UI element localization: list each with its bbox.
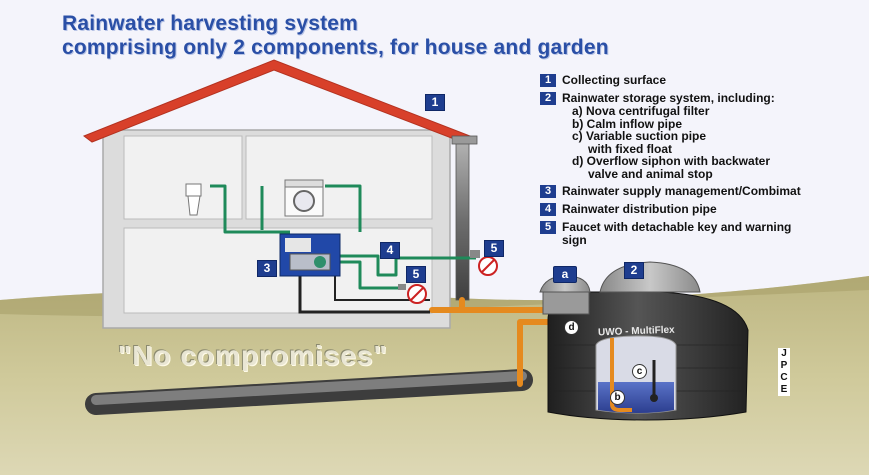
legend-text-4: Rainwater distribution pipe [562, 202, 717, 216]
watermark: J P C E [778, 348, 790, 396]
callout-combimat: 3 [257, 260, 277, 277]
legend-sub-b: b) Calm inflow pipe [572, 116, 682, 131]
legend-item-3: 3 Rainwater supply management/Combimat [540, 185, 860, 198]
watermark-j: J [781, 348, 787, 359]
callout-siphon: d [564, 320, 579, 335]
legend-text-2: Rainwater storage system, including: [562, 91, 775, 105]
faucet-inside-icon [398, 284, 427, 304]
legend-text-5-cont: sign [562, 233, 587, 247]
legend-num-4: 4 [540, 203, 556, 216]
watermark-p: P [780, 360, 788, 371]
faucet-outside-icon [470, 250, 498, 276]
sewer-pipe [85, 369, 533, 415]
legend-item-1: 1 Collecting surface [540, 74, 860, 87]
legend-text-3: Rainwater supply management/Combimat [562, 184, 801, 198]
legend-text-5: Faucet with detachable key and warning [562, 220, 792, 234]
callout-suction: c [632, 364, 647, 379]
legend-sub-d-cont: valve and animal stop [588, 166, 713, 181]
callout-faucet-inside: 5 [406, 266, 426, 283]
legend-sub-d: d) Overflow siphon with backwater [572, 154, 771, 168]
tank-dome [599, 261, 701, 293]
title-line-2: comprising only 2 components, for house … [62, 36, 609, 59]
legend-text-1: Collecting surface [562, 73, 667, 87]
combimat-unit [279, 233, 341, 277]
watermark-e: E [780, 384, 788, 395]
legend-num-5: 5 [540, 221, 556, 234]
legend-sub-c-cont: with fixed float [588, 141, 672, 156]
washing-machine-icon [284, 179, 324, 217]
house [82, 59, 472, 329]
room-bathroom [123, 135, 243, 220]
legend-item-4: 4 Rainwater distribution pipe [540, 203, 860, 216]
callout-pipe: 4 [380, 242, 400, 259]
downpipe [455, 139, 470, 301]
legend-item-2: 2 Rainwater storage system, including: [540, 92, 860, 105]
legend-num-1: 1 [540, 74, 556, 87]
orange-pipes [429, 297, 551, 387]
title-line-1: Rainwater harvesting system [62, 12, 359, 35]
toilet-icon [185, 183, 202, 216]
legend-sub-a: a) Nova centrifugal filter [572, 104, 710, 118]
slogan: "No compromises" [118, 340, 388, 371]
legend-num-3: 3 [540, 185, 556, 198]
legend: 1 Collecting surface 2 Rainwater storage… [540, 74, 860, 247]
callout-filter: a [553, 266, 577, 283]
storage-tank [539, 261, 749, 421]
gutter [451, 135, 478, 145]
callout-roof: 1 [425, 94, 445, 111]
suction-line [298, 276, 430, 314]
callout-tank: 2 [624, 262, 644, 279]
green-pipes [210, 184, 476, 290]
room-laundry [245, 135, 433, 220]
callout-faucet-outside: 5 [484, 240, 504, 257]
legend-sub-c: c) Variable suction pipe [572, 129, 707, 143]
calm-inflow-pipe [610, 338, 632, 412]
legend-num-2: 2 [540, 92, 556, 105]
callout-inflow: b [610, 390, 625, 405]
watermark-c: C [780, 372, 788, 383]
legend-item-5: 5 Faucet with detachable key and warning [540, 221, 860, 234]
suction-line-2 [334, 270, 430, 301]
float [650, 394, 658, 402]
